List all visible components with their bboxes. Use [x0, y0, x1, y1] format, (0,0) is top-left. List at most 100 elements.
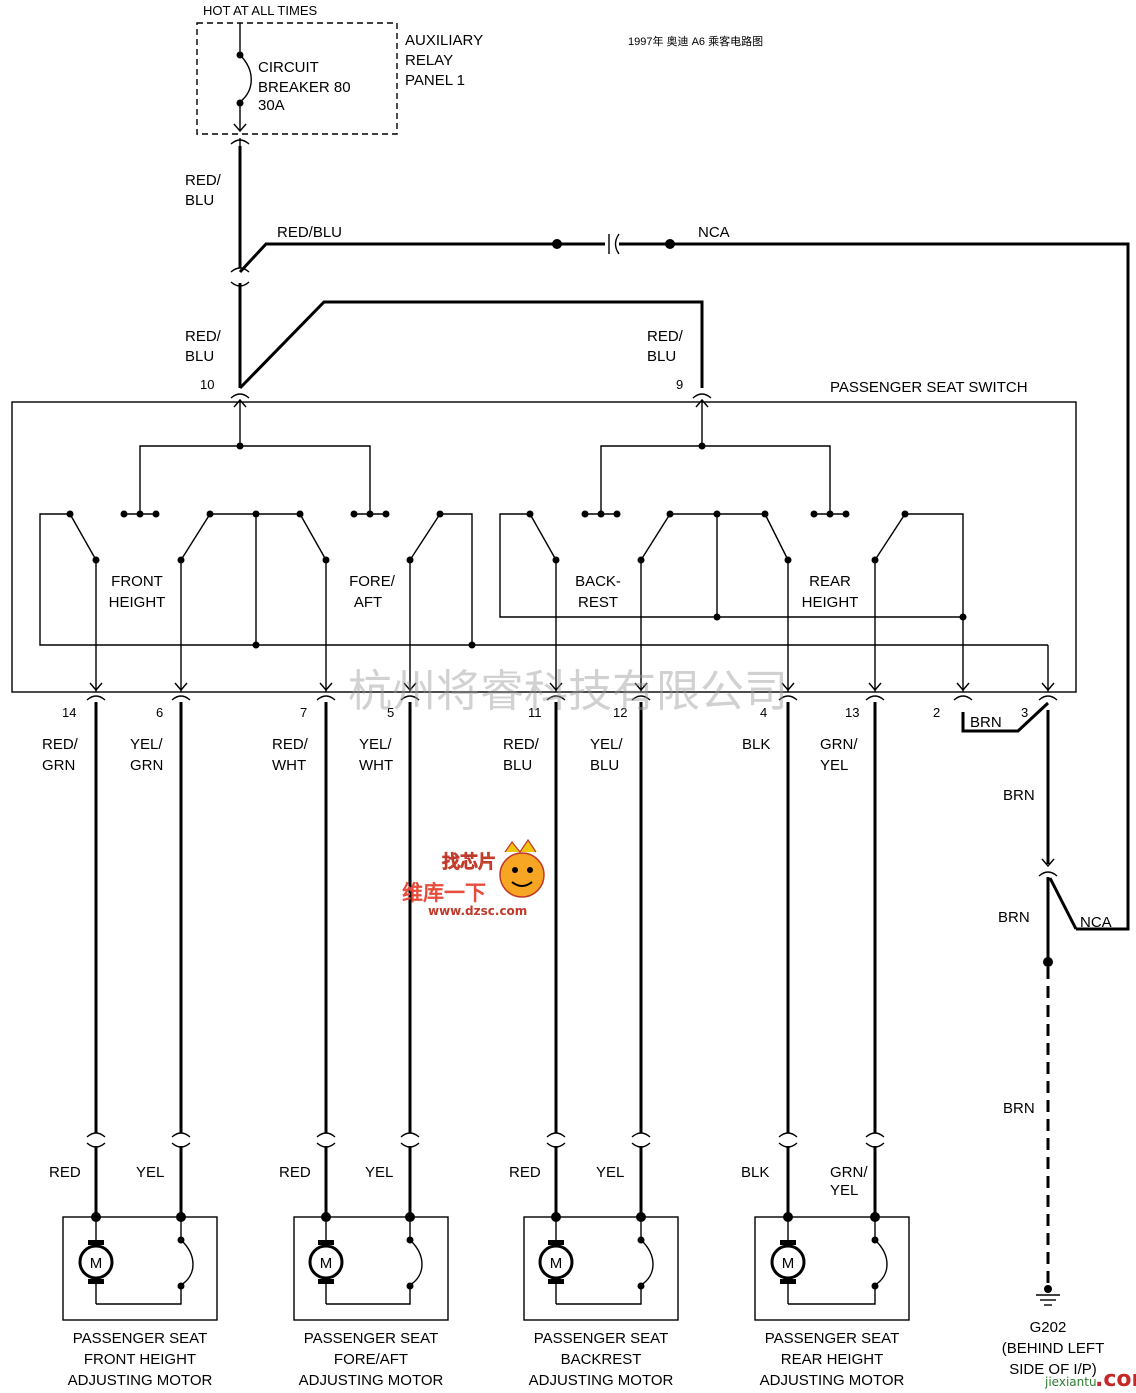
pin-number-label: 4: [760, 705, 767, 720]
auxiliary-relay-panel-box: [196, 22, 398, 135]
svg-text:REST: REST: [578, 594, 618, 611]
pin-number-label: 5: [387, 705, 394, 720]
adjusting-motors: RED YEL M PASSENGER SEAT FRONT HEIGHT ADJUSTI…: [49, 1164, 910, 1389]
wire-red-blu-branch-label: RED/BLU: [277, 224, 342, 241]
motor-symbol-icon: [770, 1244, 806, 1280]
motor-housing: [523, 1216, 679, 1321]
svg-text:30A: 30A: [258, 97, 285, 114]
svg-text:(BEHIND LEFT: (BEHIND LEFT: [1002, 1340, 1105, 1357]
svg-text:BLU: BLU: [185, 192, 214, 209]
nca-connector-top: [605, 233, 620, 255]
motor-connector-top: [171, 1132, 191, 1138]
motor-connector-top: [316, 1132, 336, 1138]
ground-g202-label: G202 (BEHIND LEFT SIDE OF I/P): [1002, 1319, 1105, 1378]
pin-number-label: 11: [528, 705, 542, 720]
pin-arrow: [634, 682, 648, 692]
ground-splice-dot: [1043, 957, 1053, 967]
pin-arrow: [403, 682, 417, 692]
svg-text:BLU: BLU: [647, 348, 676, 365]
svg-text:PANEL 1: PANEL 1: [405, 72, 465, 89]
nca-bottom-label: NCA: [1080, 914, 1112, 931]
limit-switch-icon: [640, 1239, 654, 1286]
pin-connector: [316, 695, 336, 701]
svg-text:RED/: RED/: [647, 328, 684, 345]
wire-red-blu-to-pin9: [238, 300, 704, 390]
motor-lead-label-right: GRN/: [830, 1164, 868, 1181]
pin-connector: [171, 695, 191, 701]
wire-pin10-label: RED/ BLU: [185, 328, 222, 365]
pin-number-label: 3: [1021, 705, 1028, 720]
wire-color-label: WHT: [272, 757, 306, 774]
motor-lead-label-right: YEL: [365, 1164, 393, 1181]
pin-10-label: 10: [200, 377, 214, 392]
svg-text:jiexiantu: jiexiantu: [1044, 1375, 1097, 1389]
motor-caption-line: FRONT HEIGHT: [84, 1351, 196, 1368]
wire-brn-jumper-label: BRN: [970, 714, 1002, 731]
motor-caption-line: REAR HEIGHT: [781, 1351, 884, 1368]
motor-lead-label-left: RED: [49, 1164, 81, 1181]
svg-text:维库一下: 维库一下: [402, 881, 486, 905]
switch-section-backrest-label: BACK- REST: [575, 573, 621, 611]
wire-color-label: WHT: [359, 757, 393, 774]
motor-caption-line: ADJUSTING MOTOR: [529, 1372, 674, 1389]
wire-color-label: BLK: [742, 736, 770, 753]
wire-color-label: BLU: [590, 757, 619, 774]
motor-lead-label-right: YEL: [596, 1164, 624, 1181]
svg-text:FRONT: FRONT: [111, 573, 163, 590]
motor-caption-line: BACKREST: [561, 1351, 642, 1368]
pin-connector: [865, 695, 885, 701]
svg-text:CIRCUIT: CIRCUIT: [258, 59, 319, 76]
wire-color-label: YEL/: [130, 736, 163, 753]
pin-connector: [778, 695, 798, 701]
motor-connector-top: [546, 1132, 566, 1138]
pin-9-connector: [692, 393, 712, 408]
limit-switch-icon: [180, 1239, 194, 1286]
motor-symbol-icon: [538, 1244, 574, 1280]
document-title: 1997年 奥迪 A6 乘客电路图: [628, 34, 763, 48]
motor-caption-line: PASSENGER SEAT: [765, 1330, 899, 1347]
pin-connector: [1038, 695, 1058, 701]
svg-text:找芯片: 找芯片: [442, 851, 496, 873]
pin-number-label: 13: [845, 705, 859, 720]
company-watermark: 杭州将睿科技有限公司: [348, 666, 788, 717]
splice-dot-left: [552, 239, 562, 249]
limit-switch-icon: [409, 1239, 423, 1286]
nca-top-label: NCA: [698, 224, 730, 241]
pin-arrow: [319, 682, 333, 692]
svg-text:HEIGHT: HEIGHT: [109, 594, 166, 611]
connector-c1-top: [230, 138, 250, 146]
motor-caption-line: ADJUSTING MOTOR: [760, 1372, 905, 1389]
pin-number-label: 14: [62, 705, 76, 720]
motor-symbol-letter: M: [320, 1255, 333, 1272]
motor-connector-top: [865, 1132, 885, 1138]
svg-text:BACK-: BACK-: [575, 573, 621, 590]
pin-9-label: 9: [676, 377, 683, 392]
svg-text:.com: .com: [1095, 1367, 1136, 1392]
wire-brn-jumper: [961, 701, 1050, 733]
dzsc-logo-watermark: 找芯片 维库一下 www.dzsc.com: [402, 838, 545, 918]
motor-caption-line: ADJUSTING MOTOR: [299, 1372, 444, 1389]
wire-color-label: YEL: [820, 757, 848, 774]
motor-symbol-icon: [308, 1244, 344, 1280]
motor-housing: [62, 1216, 218, 1321]
svg-text:RED/: RED/: [185, 172, 222, 189]
splice-dot-right: [665, 239, 675, 249]
motor-housing: [293, 1216, 449, 1321]
motor-connector-top: [86, 1132, 106, 1138]
svg-text:RED/: RED/: [185, 328, 222, 345]
pin-connector: [86, 695, 106, 701]
wire-nca-bottom: [1048, 877, 1078, 930]
svg-text:SIDE OF I/P): SIDE OF I/P): [1009, 1361, 1097, 1378]
hot-at-all-times-label: HOT AT ALL TIMES: [203, 3, 317, 18]
pin-connector: [400, 695, 420, 701]
svg-text:AFT: AFT: [354, 594, 382, 611]
switch-section-fore-aft-label: FORE/ AFT: [349, 573, 396, 611]
svg-text:G202: G202: [1030, 1319, 1067, 1336]
motor-connector-top: [631, 1132, 651, 1138]
motor-connector-top: [778, 1132, 798, 1138]
